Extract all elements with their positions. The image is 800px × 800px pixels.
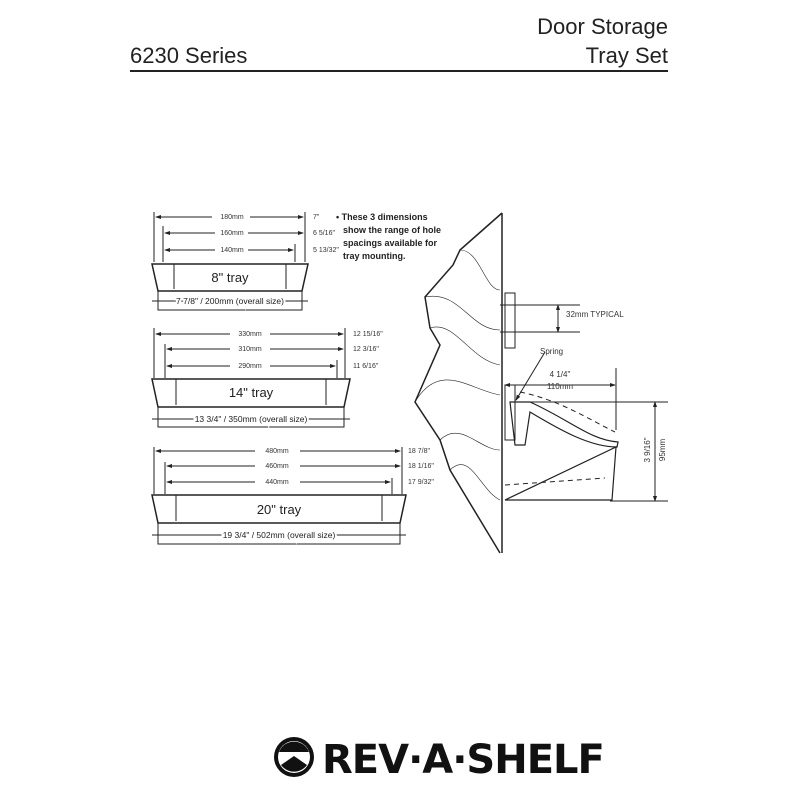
tray-20-label: 20" tray — [257, 502, 302, 517]
tray-14-in-1: 12 15/16" — [353, 331, 383, 338]
tray-8-in-1: 7" — [313, 214, 320, 221]
tray-20-in-2: 18 1/16" — [408, 463, 434, 470]
tray-20-in-1: 18 7/8" — [408, 448, 430, 455]
tray-14-dim-3: 290mm — [238, 363, 262, 370]
tray-14-drawing — [151, 328, 351, 428]
tray-20-dim-1: 480mm — [265, 448, 289, 455]
tray-14-in-2: 12 3/16" — [353, 346, 379, 353]
tray-20-dim-2: 460mm — [265, 463, 289, 470]
note-line-2: show the range of hole — [343, 225, 441, 235]
tray-8-dim-1: 180mm — [220, 214, 244, 221]
tray-14-overall: 13 3/4" / 350mm (overall size) — [195, 414, 308, 424]
tray-20-in-3: 17 9/32" — [408, 479, 434, 486]
tray-20-drawing — [151, 447, 407, 545]
spring-label: Spring — [540, 347, 563, 356]
note-line-3: spacings available for — [343, 238, 438, 248]
series-title: 6230 Series — [130, 43, 248, 68]
tray-8-dim-3: 140mm — [220, 247, 244, 254]
spacing-label: 32mm TYPICAL — [566, 310, 624, 319]
tray-14-dim-2: 310mm — [238, 346, 262, 353]
height-inches: 3 9/16" — [643, 437, 652, 462]
height-mm: 95mm — [658, 439, 667, 462]
tray-8-in-3: 5 13/32" — [313, 247, 339, 254]
rev-a-shelf-logo-icon — [274, 737, 314, 777]
product-title: Door Storage Tray Set — [537, 12, 668, 70]
tray-8-drawing — [151, 212, 309, 311]
tray-8-label: 8" tray — [211, 270, 249, 285]
depth-mm: 110mm — [547, 382, 573, 391]
note-line-4: tray mounting. — [343, 251, 406, 261]
brand-logo: REV·A·SHELF — [322, 737, 605, 783]
tray-8-in-2: 6 5/16" — [313, 230, 335, 237]
product-title-line2: Tray Set — [585, 43, 668, 68]
side-view-drawing — [414, 212, 668, 554]
header-rule — [130, 70, 668, 72]
product-title-line1: Door Storage — [537, 14, 668, 39]
tray-14-in-3: 11 6/16" — [353, 363, 379, 370]
tray-8-overall: 7 7/8" / 200mm (overall size) — [176, 296, 284, 306]
tray-20-overall: 19 3/4" / 502mm (overall size) — [223, 530, 336, 540]
depth-inches: 4 1/4" — [550, 370, 571, 379]
tray-20-dim-3: 440mm — [265, 479, 289, 486]
tray-8-dim-2: 160mm — [220, 230, 244, 237]
tray-14-dim-1: 330mm — [238, 331, 262, 338]
note-line-1: • These 3 dimensions — [336, 212, 428, 222]
tray-14-label: 14" tray — [229, 385, 274, 400]
